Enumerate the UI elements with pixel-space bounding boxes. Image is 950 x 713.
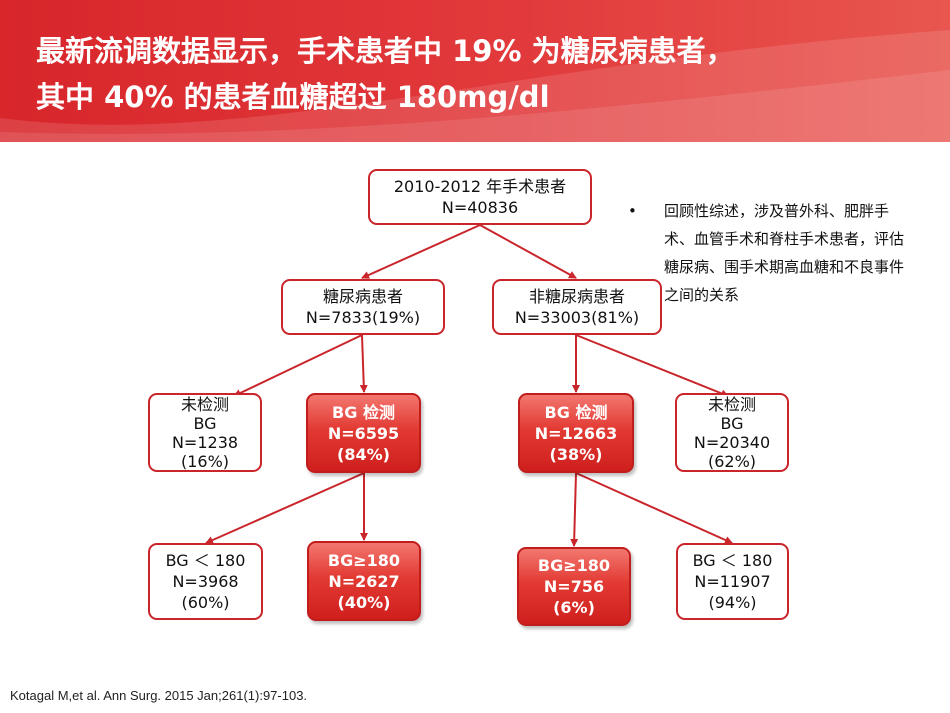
node-label: BG≥180 xyxy=(537,556,611,575)
node-percent: (40%) xyxy=(337,592,391,612)
node-diabetic-bg-below-180: BG ＜ 180 N=3968 (60%) xyxy=(148,543,263,620)
arrow-nd-tested-to-high xyxy=(570,472,579,547)
arrow-d-tested-to-low xyxy=(205,472,365,544)
node-label: BG ＜ 180 xyxy=(165,551,246,570)
arrow-root-to-non-diabetic xyxy=(479,224,577,279)
node-diabetic-patients: 糖尿病患者 N=7833(19%) xyxy=(281,279,445,335)
node-label: BG 检测 xyxy=(544,402,608,422)
node-label: BG ＜ 180 xyxy=(692,551,773,570)
node-diabetic-bg-above-180: BG≥180 N=2627 (40%) xyxy=(307,541,421,621)
node-count: N=11907 xyxy=(694,572,771,591)
node-label: 非糖尿病患者 xyxy=(528,287,625,306)
node-count: N=6595 xyxy=(327,423,400,443)
node-label: 未检测 xyxy=(707,394,756,414)
node-non-diabetic-bg-tested: BG 检测 N=12663 (38%) xyxy=(518,393,634,473)
node-label: 未检测 xyxy=(180,394,229,414)
title-line-2: 其中 40% 的患者血糖超过 180mg/dl xyxy=(36,80,550,114)
arrow-diabetic-to-not-tested xyxy=(233,334,363,397)
node-count: N=12663 xyxy=(534,423,618,443)
node-percent: (62%) xyxy=(707,451,757,471)
node-count: N=2627 xyxy=(328,571,400,591)
slide-title: 最新流调数据显示，手术患者中 19% 为糖尿病患者， 其中 40% 的患者血糖超… xyxy=(36,28,936,120)
node-non-diabetic-bg-not-tested: 未检测 BG N=20340 (62%) xyxy=(675,393,789,472)
node-label: BG 检测 xyxy=(332,402,395,422)
node-label-bg: BG xyxy=(193,413,217,433)
node-count: N=40836 xyxy=(441,198,519,217)
node-percent: (94%) xyxy=(708,593,757,612)
arrow-diabetic-to-tested xyxy=(359,334,368,393)
node-non-diabetic-bg-above-180: BG≥180 N=756 (6%) xyxy=(517,547,631,626)
node-label-bg: BG xyxy=(720,413,744,433)
node-non-diabetic-bg-below-180: BG ＜ 180 N=11907 (94%) xyxy=(676,543,789,620)
node-percent: (6%) xyxy=(553,598,595,617)
node-diabetic-bg-tested: BG 检测 N=6595 (84%) xyxy=(306,393,421,473)
node-non-diabetic-patients: 非糖尿病患者 N=33003(81%) xyxy=(492,279,662,335)
node-count: N=20340 xyxy=(693,432,771,452)
reference-citation: Kotagal M,et al. Ann Surg. 2015 Jan;261(… xyxy=(10,688,308,703)
node-count: N=756 xyxy=(543,577,605,596)
node-label: 2010-2012 年手术患者 xyxy=(393,177,567,196)
node-label: BG≥180 xyxy=(327,550,401,570)
node-count: N=3968 xyxy=(172,572,239,591)
arrow-non-diabetic-to-not-tested xyxy=(575,334,729,398)
node-percent: (84%) xyxy=(337,444,390,464)
node-percent: (60%) xyxy=(181,593,230,612)
node-count: N=33003(81%) xyxy=(514,308,640,327)
arrow-root-to-diabetic xyxy=(361,224,481,279)
node-diabetic-bg-not-tested: 未检测 BG N=1238 (16%) xyxy=(148,393,262,472)
study-description-text: 回顾性综述，涉及普外科、肥胖手术、血管手术和脊柱手术患者，评估糖尿病、围手术期高… xyxy=(664,202,905,304)
node-all-surgical-patients: 2010-2012 年手术患者 N=40836 xyxy=(368,169,592,225)
node-label: 糖尿病患者 xyxy=(322,287,403,306)
title-banner: 最新流调数据显示，手术患者中 19% 为糖尿病患者， 其中 40% 的患者血糖超… xyxy=(0,0,950,142)
node-percent: (16%) xyxy=(180,451,230,471)
node-percent: (38%) xyxy=(549,444,603,464)
study-description-note: • 回顾性综述，涉及普外科、肥胖手术、血管手术和脊柱手术患者，评估糖尿病、围手术… xyxy=(628,197,918,309)
node-count: N=7833(19%) xyxy=(305,308,421,327)
arrow-nd-tested-to-low xyxy=(575,472,733,544)
node-count: N=1238 xyxy=(171,432,239,452)
banner-wave-decoration xyxy=(0,30,950,142)
title-line-1: 最新流调数据显示，手术患者中 19% 为糖尿病患者， xyxy=(36,34,735,68)
bullet-marker: • xyxy=(628,202,637,220)
